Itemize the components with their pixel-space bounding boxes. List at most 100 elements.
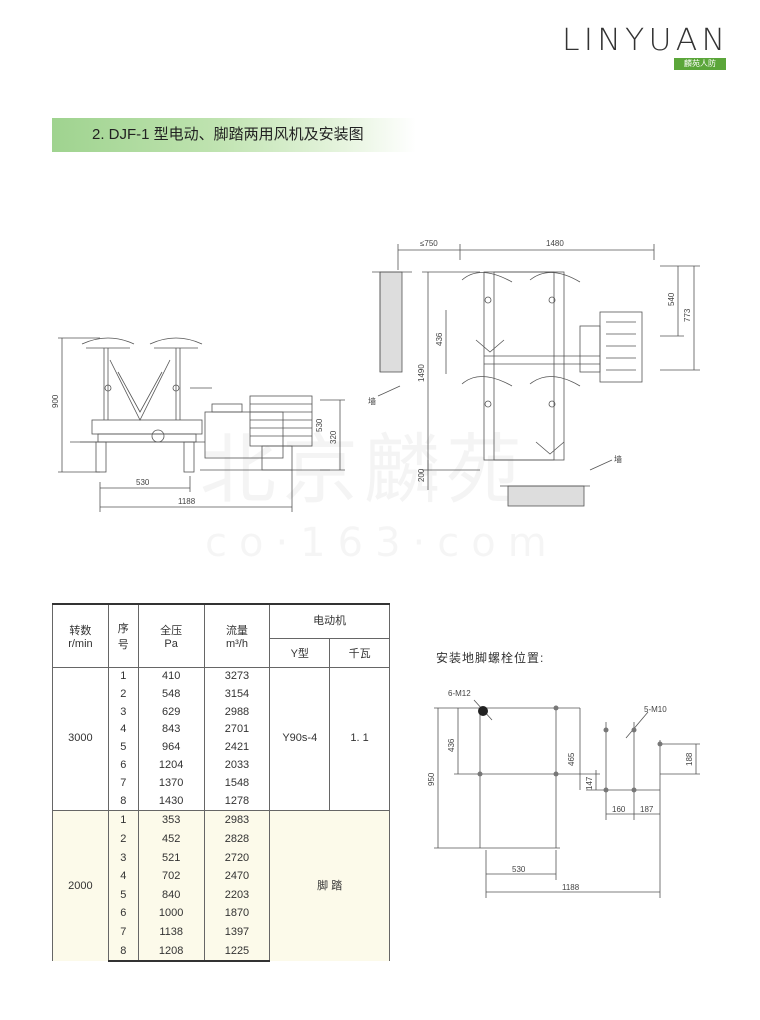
m10-bolt-1 (603, 727, 609, 733)
plan-dim-773: 773 (683, 308, 692, 322)
m12-bolt-3 (553, 705, 559, 711)
cell-seq: 2 (107, 829, 139, 849)
watermark-line2: co·163·com (205, 520, 559, 566)
side-view-drawing (58, 337, 345, 512)
header-seq-label: 序 (117, 623, 129, 635)
bolt-dim-160: 160 (612, 805, 626, 814)
group1-motor-type: Y90s-4 (269, 667, 331, 811)
cell-pressure: 353 (137, 810, 205, 830)
brand-tagline: 麟苑人防 (674, 58, 726, 70)
cell-pressure: 1138 (137, 922, 205, 942)
header-flow: 流量 m³/h (203, 603, 271, 668)
cell-flow: 2828 (203, 829, 271, 849)
side-dim-900: 900 (51, 394, 60, 408)
bolt-dim-950: 950 (427, 772, 436, 786)
bolt-label-m12: 6-M12 (448, 689, 471, 698)
cell-pressure: 840 (137, 885, 205, 905)
bolt-layout-caption: 安装地脚螺栓位置: (436, 651, 545, 665)
bolt-dim-187: 187 (640, 805, 654, 814)
cell-pressure: 629 (137, 703, 205, 722)
cell-seq: 7 (107, 922, 139, 942)
m10-bolt-3 (603, 787, 609, 793)
group1-speed: 3000 (52, 667, 109, 811)
bolt-dim-530: 530 (512, 865, 526, 874)
cell-flow: 1870 (203, 904, 271, 923)
header-seq-label2: 号 (117, 639, 129, 651)
header-pressure: 全压 Pa (137, 603, 205, 668)
header-flow-label: 流量 (225, 625, 248, 637)
cell-seq: 3 (107, 848, 139, 868)
bolt-dim-465: 465 (567, 752, 576, 766)
bolt-dim-436: 436 (447, 738, 456, 752)
bolt-dim-147: 147 (585, 776, 594, 790)
cell-flow: 1225 (203, 941, 271, 963)
cell-pressure: 521 (137, 848, 205, 868)
cell-flow: 2720 (203, 848, 271, 868)
plan-dim-1480: 1480 (546, 239, 564, 248)
bolt-dim-1188: 1188 (562, 883, 580, 892)
bolt-label-m10: 5-M10 (644, 705, 667, 714)
cell-seq: 4 (107, 721, 139, 740)
cell-flow: 2470 (203, 867, 271, 886)
cell-pressure: 452 (137, 829, 205, 849)
brand-logo: LINYUAN 麟苑人防 (562, 24, 738, 72)
cell-pressure: 410 (137, 667, 205, 686)
cell-pressure: 1000 (137, 904, 205, 923)
side-dim-1188: 1188 (178, 497, 196, 506)
plan-dim-436: 436 (435, 332, 444, 346)
cell-flow: 1397 (203, 922, 271, 942)
cell-flow: 2203 (203, 885, 271, 905)
header-motor-power: 千瓦 (329, 638, 390, 668)
m10-bolt-5 (657, 741, 663, 747)
cell-pressure: 1208 (137, 941, 205, 963)
cell-seq: 5 (107, 739, 139, 757)
cell-pressure: 843 (137, 721, 205, 740)
cell-seq: 5 (107, 885, 139, 905)
cell-flow: 2701 (203, 721, 271, 740)
bolt-dim-188: 188 (685, 752, 694, 766)
cell-seq: 4 (107, 867, 139, 886)
cell-flow: 2033 (203, 756, 271, 775)
header-speed-unit: r/min (68, 638, 93, 650)
cell-flow: 3273 (203, 667, 271, 686)
plan-dim-750: ≤750 (420, 239, 438, 248)
cell-pressure: 702 (137, 867, 205, 886)
header-speed-label: 转数 (69, 625, 92, 637)
side-dim-530-vertical: 530 (315, 418, 324, 432)
cell-flow: 2988 (203, 703, 271, 722)
cell-flow: 2983 (203, 810, 271, 830)
header-flow-unit: m³/h (225, 638, 248, 650)
cell-flow: 3154 (203, 685, 271, 704)
header-seq: 序 号 (107, 603, 139, 668)
cell-seq: 2 (107, 685, 139, 704)
header-motor: 电动机 (269, 603, 390, 639)
group1-motor-power: 1. 1 (329, 667, 390, 811)
table-row: 2000 1 353 2983 脚 踏 (52, 810, 390, 962)
m12-bolt-marker (478, 706, 488, 716)
watermark-line1: 北京麟苑 (200, 408, 528, 518)
cell-flow: 1548 (203, 774, 271, 793)
header-motor-type: Y型 (269, 638, 331, 668)
bolt-layout-drawing (434, 699, 700, 898)
cell-seq: 1 (107, 667, 139, 686)
cell-pressure: 1370 (137, 774, 205, 793)
m12-bolt-4 (553, 771, 559, 777)
cell-flow: 2421 (203, 739, 271, 757)
group2-speed: 2000 (52, 810, 109, 962)
cell-flow: 1278 (203, 792, 271, 811)
plan-dim-200: 200 (417, 468, 426, 482)
